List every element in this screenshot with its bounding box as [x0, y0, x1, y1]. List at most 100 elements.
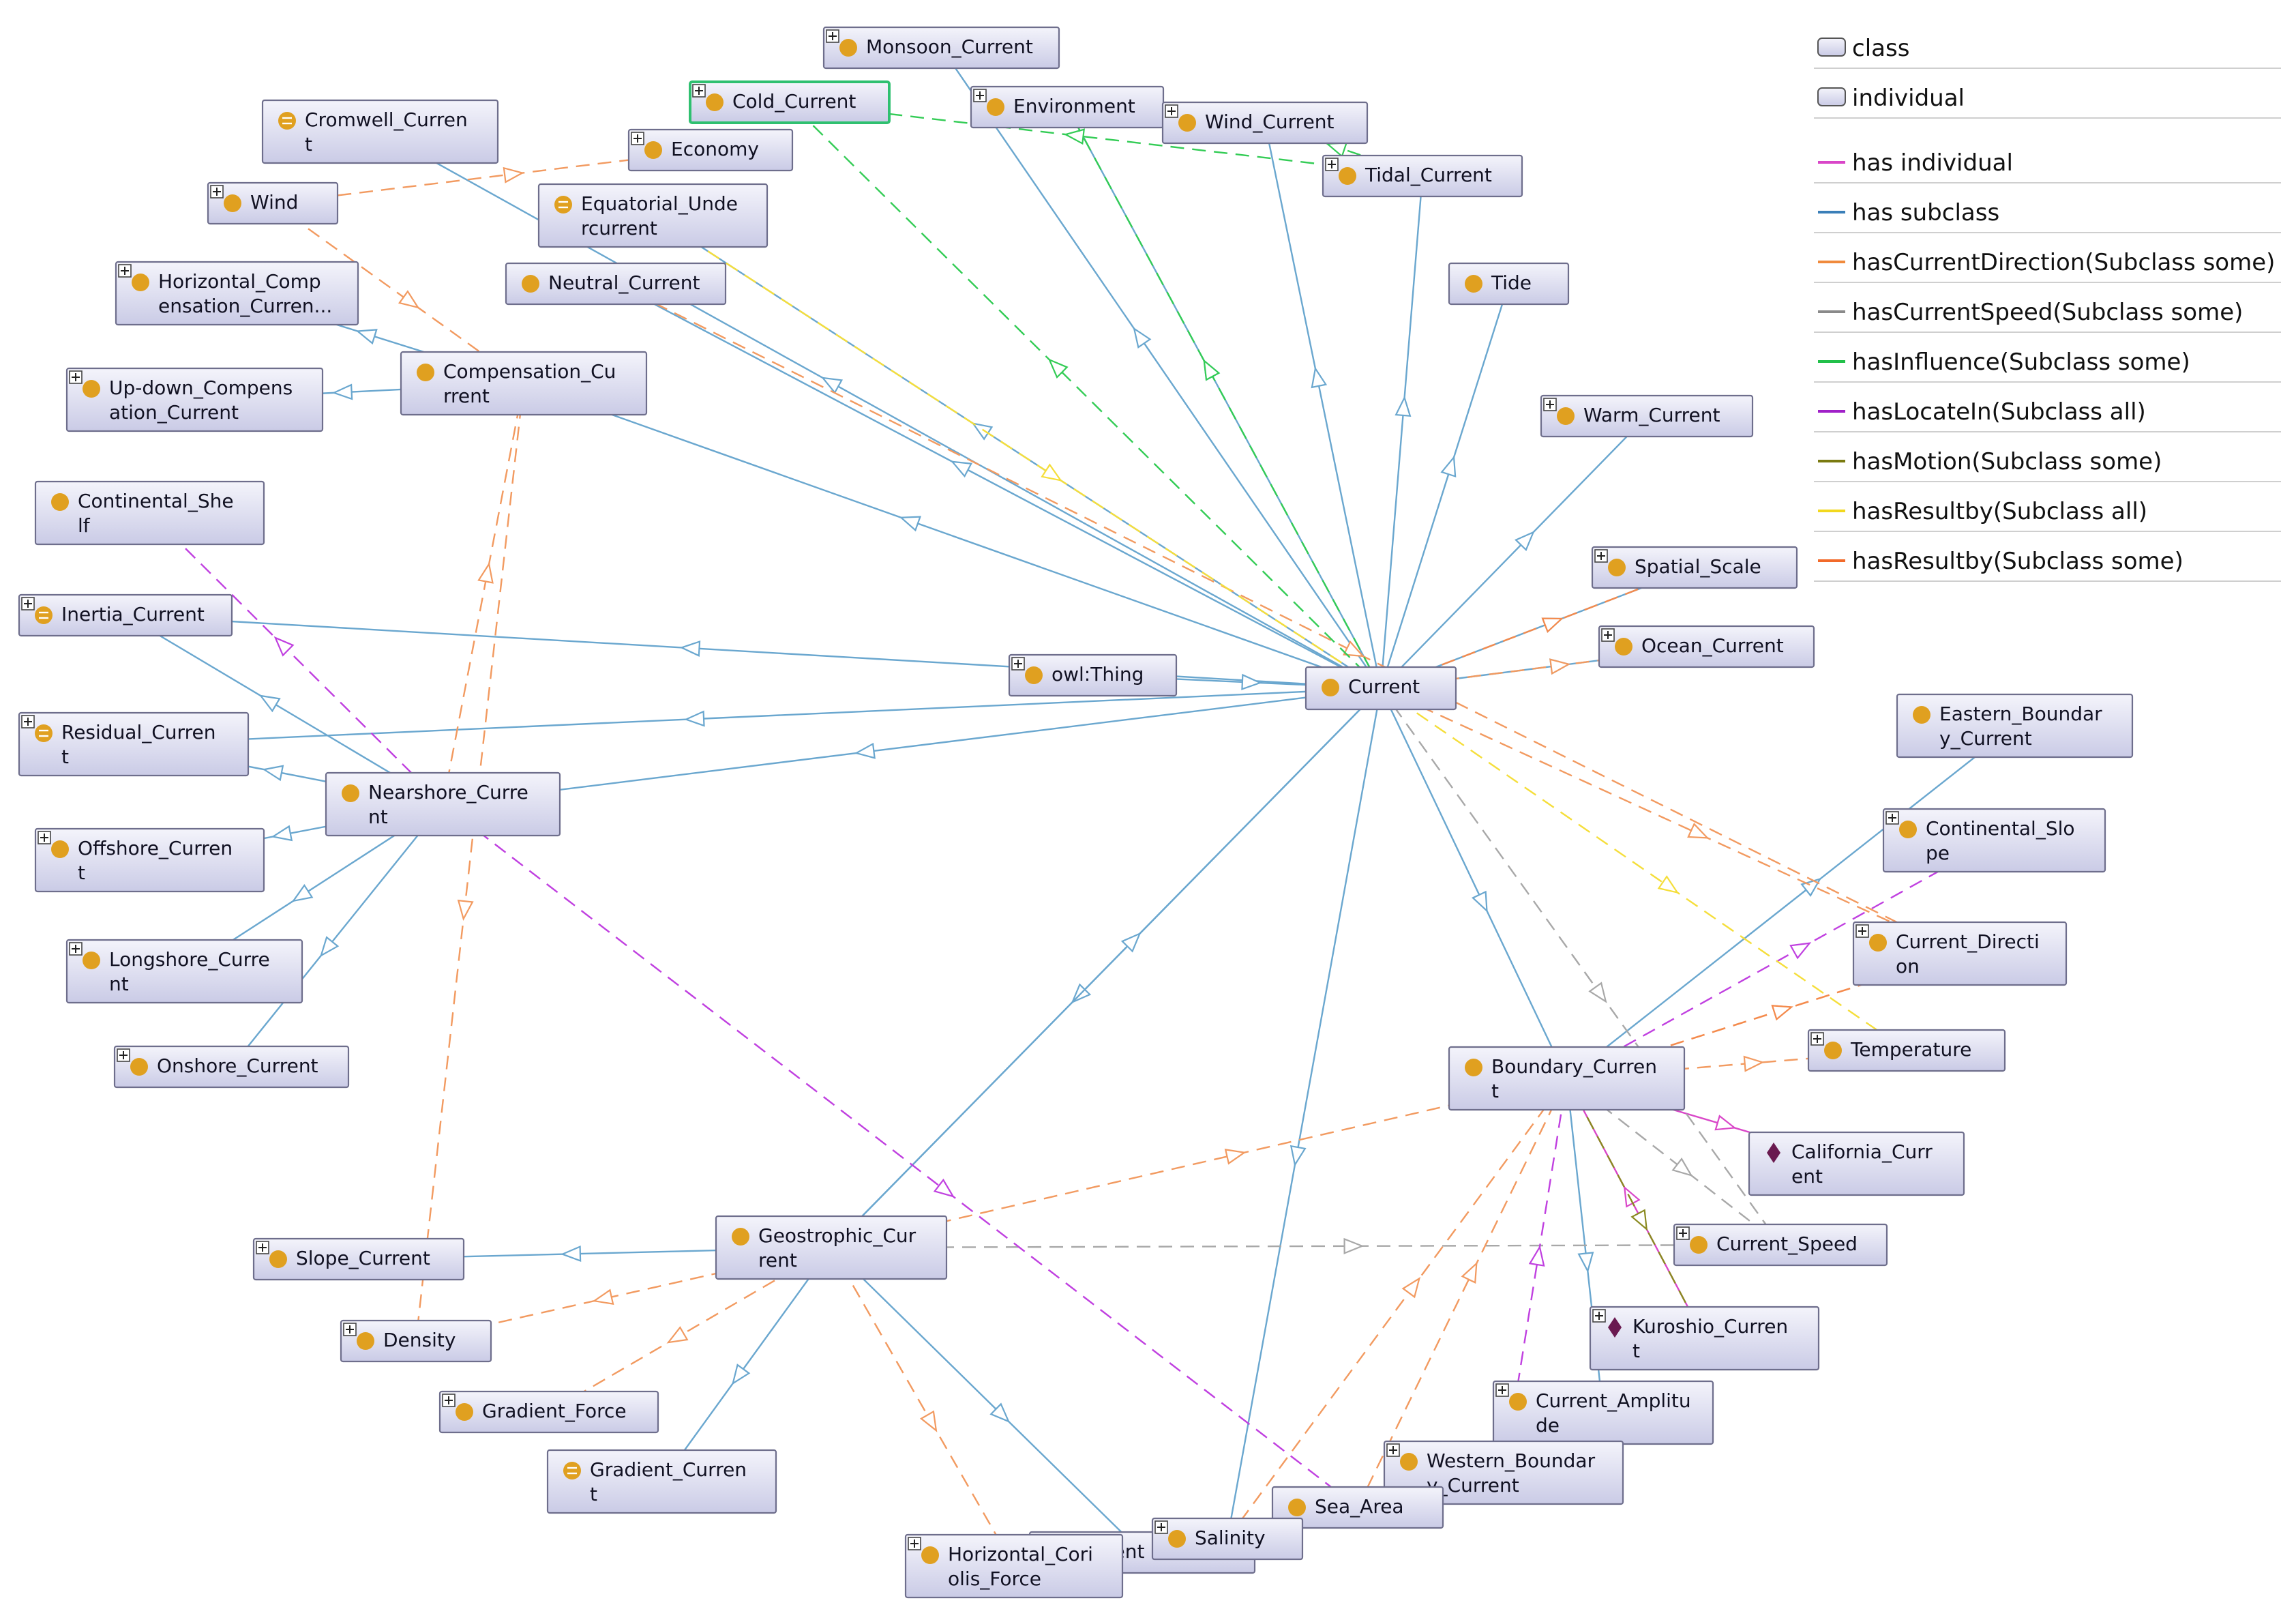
node-box[interactable]	[340, 1319, 492, 1363]
node-box[interactable]	[115, 261, 359, 326]
node-current[interactable]: Current	[1304, 666, 1457, 711]
node-residual[interactable]: Residual_Current	[18, 711, 250, 777]
node-label: Equatorial_Unde	[581, 192, 738, 215]
node-box[interactable]	[207, 181, 339, 225]
node-neutral[interactable]: Neutral_Current	[505, 262, 727, 306]
node-box[interactable]	[438, 1390, 659, 1434]
node-label: Geostrophic_Cur	[758, 1224, 916, 1247]
node-box[interactable]	[505, 262, 727, 306]
node-box[interactable]	[1540, 394, 1754, 438]
node-box[interactable]	[1852, 921, 2068, 986]
node-spatial-scale[interactable]: Spatial_Scale	[1591, 546, 1798, 589]
edge-arrow-icon	[679, 640, 701, 657]
node-label: ation_Current	[109, 401, 239, 424]
node-box[interactable]	[252, 1237, 465, 1281]
node-box[interactable]	[1896, 693, 2134, 759]
edge-arrow-icon	[899, 516, 921, 532]
node-gradient-current[interactable]: Gradient_Current	[546, 1449, 777, 1514]
node-box[interactable]	[1271, 1486, 1444, 1529]
node-boundary[interactable]: Boundary_Current	[1448, 1046, 1686, 1111]
node-current-speed[interactable]: Current_Speed	[1673, 1223, 1888, 1267]
node-box[interactable]	[627, 128, 794, 172]
node-sea-area[interactable]: Sea_Area	[1271, 1486, 1444, 1529]
node-inertia[interactable]: Inertia_Current	[18, 593, 233, 637]
node-box[interactable]	[1322, 154, 1523, 198]
node-current-direction[interactable]: Current_Direction	[1852, 921, 2068, 986]
node-box[interactable]	[18, 593, 233, 637]
node-salinity[interactable]: Salinity	[1151, 1517, 1304, 1561]
node-warm[interactable]: Warm_Current	[1540, 394, 1754, 438]
node-label: t	[1491, 1080, 1499, 1102]
node-box[interactable]	[1748, 1131, 1965, 1196]
node-box[interactable]	[65, 367, 324, 432]
node-box[interactable]	[537, 183, 769, 248]
node-box[interactable]	[65, 939, 303, 1004]
node-horizontal-comp[interactable]: Horizontal_Compensation_Curren...	[115, 261, 359, 326]
legend-label: hasMotion(Subclass some)	[1852, 448, 2162, 475]
edge-arrow-icon	[1528, 1245, 1545, 1267]
node-box[interactable]	[1008, 653, 1178, 697]
node-box[interactable]	[1882, 808, 2106, 873]
node-box[interactable]	[689, 80, 891, 124]
node-longshore[interactable]: Longshore_Current	[65, 939, 303, 1004]
node-box[interactable]	[1673, 1223, 1888, 1267]
node-owl-thing[interactable]: owl:Thing	[1008, 653, 1178, 697]
node-geostrophic[interactable]: Geostrophic_Current	[715, 1215, 948, 1280]
node-nearshore[interactable]: Nearshore_Current	[325, 771, 561, 837]
node-kuroshio[interactable]: Kuroshio_Current	[1589, 1306, 1820, 1371]
node-label: Wind_Current	[1205, 111, 1335, 133]
node-slope[interactable]: Slope_Current	[252, 1237, 465, 1281]
node-western-boundary[interactable]: Western_Boundary_Current	[1383, 1440, 1624, 1505]
node-box[interactable]	[904, 1533, 1124, 1599]
node-continental-slope[interactable]: Continental_Slope	[1882, 808, 2106, 873]
node-box[interactable]	[1383, 1440, 1624, 1505]
node-box[interactable]	[18, 711, 250, 777]
node-box[interactable]	[715, 1215, 948, 1280]
node-environment[interactable]: Environment	[970, 85, 1165, 129]
node-tidal[interactable]: Tidal_Current	[1322, 154, 1523, 198]
node-cromwell[interactable]: Cromwell_Current	[261, 99, 499, 164]
node-economy[interactable]: Economy	[627, 128, 794, 172]
node-label: pe	[1926, 842, 1950, 864]
node-compensation[interactable]: Compensation_Current	[400, 351, 648, 416]
edge-arrow-icon	[1588, 982, 1607, 1003]
node-box[interactable]	[113, 1045, 350, 1089]
node-box[interactable]	[261, 99, 499, 164]
node-box[interactable]	[1304, 666, 1457, 711]
class-icon	[456, 1403, 473, 1421]
node-box[interactable]	[1807, 1029, 2006, 1072]
node-gradient-force[interactable]: Gradient_Force	[438, 1390, 659, 1434]
node-wind-current[interactable]: Wind_Current	[1161, 101, 1369, 145]
node-ocean[interactable]: Ocean_Current	[1598, 625, 1815, 668]
node-box[interactable]	[1591, 546, 1798, 589]
node-box[interactable]	[546, 1449, 777, 1514]
node-california[interactable]: California_Current	[1748, 1131, 1965, 1196]
node-onshore[interactable]: Onshore_Current	[113, 1045, 350, 1089]
node-box[interactable]	[1448, 1046, 1686, 1111]
node-cold[interactable]: Cold_Current	[689, 80, 891, 124]
node-tide[interactable]: Tide	[1448, 262, 1570, 306]
node-box[interactable]	[1448, 262, 1570, 306]
node-box[interactable]	[34, 480, 265, 546]
node-box[interactable]	[1151, 1517, 1304, 1561]
node-box[interactable]	[400, 351, 648, 416]
node-temperature[interactable]: Temperature	[1807, 1029, 2006, 1072]
node-box[interactable]	[34, 827, 265, 893]
node-box[interactable]	[325, 771, 561, 837]
edge-arrow-icon	[933, 1178, 955, 1198]
class-icon	[522, 275, 539, 293]
node-wind[interactable]: Wind	[207, 181, 339, 225]
node-updown[interactable]: Up-down_Compensation_Current	[65, 367, 324, 432]
node-density[interactable]: Density	[340, 1319, 492, 1363]
node-eastern-boundary[interactable]: Eastern_Boundary_Current	[1896, 693, 2134, 759]
node-box[interactable]	[1589, 1306, 1820, 1371]
node-box[interactable]	[1161, 101, 1369, 145]
node-monsoon[interactable]: Monsoon_Current	[822, 26, 1060, 70]
node-offshore[interactable]: Offshore_Current	[34, 827, 265, 893]
node-box[interactable]	[822, 26, 1060, 70]
node-box[interactable]	[1598, 625, 1815, 668]
